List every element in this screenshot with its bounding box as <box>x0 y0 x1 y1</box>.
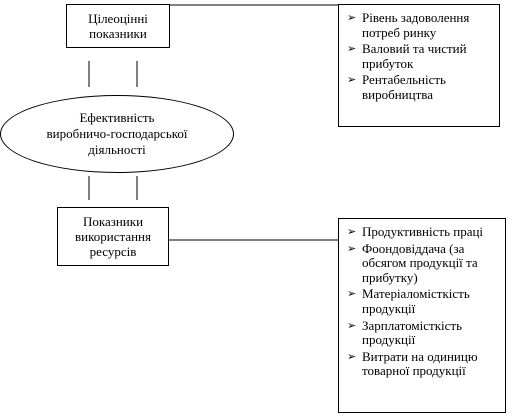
list-item-line: виробництва <box>362 86 433 102</box>
resource-indicators-line-3: ресурсів <box>89 244 137 259</box>
target-indicators-list-box: ➢ Рівень задоволення потреб ринку ➢ Вало… <box>338 4 500 127</box>
arrowhead-bullet-icon: ➢ <box>347 287 357 301</box>
list-item-line: прибутку) <box>362 269 418 285</box>
arrowhead-bullet-icon: ➢ <box>347 318 357 332</box>
list-item-line: Зарплатомісткість <box>362 317 463 333</box>
list-item-line: Продуктивність праці <box>362 224 484 239</box>
list-item-line: продукції <box>362 332 416 348</box>
list-item-line: прибуток <box>362 55 414 71</box>
resource-indicators-list-box: ➢ Продуктивність праці ➢ Фоондовіддача (… <box>338 218 506 413</box>
target-indicators-line-2: показники <box>89 26 147 41</box>
list-item-line: Рівень задоволення <box>362 10 470 25</box>
list-item: ➢ Валовий та чистий прибуток <box>345 42 495 71</box>
list-item: ➢ Матеріаломісткість продукції <box>345 287 501 316</box>
list-item-line: Рентабельність <box>362 72 446 88</box>
arrowhead-bullet-icon: ➢ <box>347 73 357 87</box>
list-item: ➢ Рівень задоволення потреб ринку <box>345 10 495 40</box>
list-item-line: Матеріаломісткість <box>362 286 470 302</box>
list-item-line: Валовий та чистий <box>362 41 467 57</box>
arrowhead-bullet-icon: ➢ <box>347 225 357 238</box>
list-item: ➢ Зарплатомісткість продукції <box>345 317 501 348</box>
efficiency-ellipse: Ефективність виробничо-господарської дія… <box>0 95 234 173</box>
arrowhead-bullet-icon: ➢ <box>347 11 357 24</box>
arrowhead-bullet-icon: ➢ <box>347 42 357 56</box>
arrowhead-bullet-icon: ➢ <box>347 241 357 255</box>
efficiency-line-1: Ефективність <box>79 110 155 125</box>
list-item: ➢ Рентабельність виробництва <box>345 73 495 102</box>
resource-indicators-list: ➢ Продуктивність праці ➢ Фоондовіддача (… <box>345 224 501 379</box>
target-indicators-box: Цілеоцінні показники <box>66 4 170 48</box>
list-item-line: обсягом продукції та <box>362 255 478 271</box>
efficiency-line-3: діяльності <box>88 142 146 157</box>
target-indicators-label: Цілеоцінні показники <box>88 11 148 41</box>
target-indicators-line-1: Цілеоцінні <box>88 11 148 26</box>
list-item: ➢ Продуктивність праці <box>345 224 501 240</box>
resource-indicators-line-2: використання <box>75 229 151 244</box>
resource-indicators-line-1: Показники <box>82 214 144 229</box>
resource-indicators-box: Показники використання ресурсів <box>57 207 169 266</box>
list-item-line: потреб ринку <box>362 24 437 40</box>
list-item: ➢ Витрати на одиницю товарної продукції <box>345 348 501 379</box>
list-item: ➢ Фоондовіддача (за обсягом продукції та… <box>345 240 501 286</box>
list-item-line: продукції <box>362 300 416 316</box>
list-item-line: товарної продукції <box>362 363 466 379</box>
target-indicators-list: ➢ Рівень задоволення потреб ринку ➢ Вало… <box>345 10 495 103</box>
arrowhead-bullet-icon: ➢ <box>347 349 357 363</box>
list-item-line: Фоондовіддача (за <box>362 240 465 256</box>
efficiency-line-2: виробничо-господарської <box>46 126 188 141</box>
list-item-line: Витрати на одиницю <box>362 348 478 364</box>
resource-indicators-label: Показники використання ресурсів <box>75 214 151 259</box>
efficiency-label: Ефективність виробничо-господарської дія… <box>46 110 187 158</box>
